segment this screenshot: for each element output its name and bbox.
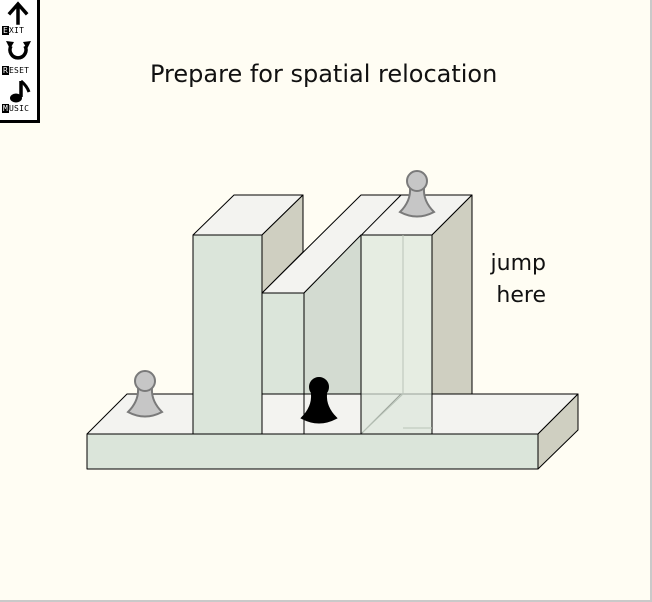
base-front bbox=[86, 433, 539, 470]
reset-button[interactable]: RESET bbox=[0, 38, 37, 78]
music-button[interactable]: MUSIC bbox=[0, 78, 37, 120]
menu-panel: EXIT RESET MUSIC bbox=[0, 0, 40, 123]
exit-label: EXIT bbox=[2, 26, 25, 35]
exit-button[interactable]: EXIT bbox=[0, 0, 37, 38]
right-tower-front bbox=[360, 234, 433, 435]
level-title: Prepare for spatial relocation bbox=[150, 60, 498, 88]
left-tower-front bbox=[192, 234, 263, 435]
player-pawn[interactable] bbox=[300, 377, 338, 424]
music-label: MUSIC bbox=[2, 104, 30, 113]
music-note-icon bbox=[10, 79, 31, 103]
reset-label: RESET bbox=[2, 66, 30, 75]
arrow-up-icon bbox=[7, 1, 29, 25]
hint-text: jump here bbox=[490, 251, 546, 308]
reset-icon bbox=[6, 41, 31, 60]
left-pawn[interactable] bbox=[126, 370, 164, 418]
top-pawn[interactable] bbox=[398, 170, 436, 218]
